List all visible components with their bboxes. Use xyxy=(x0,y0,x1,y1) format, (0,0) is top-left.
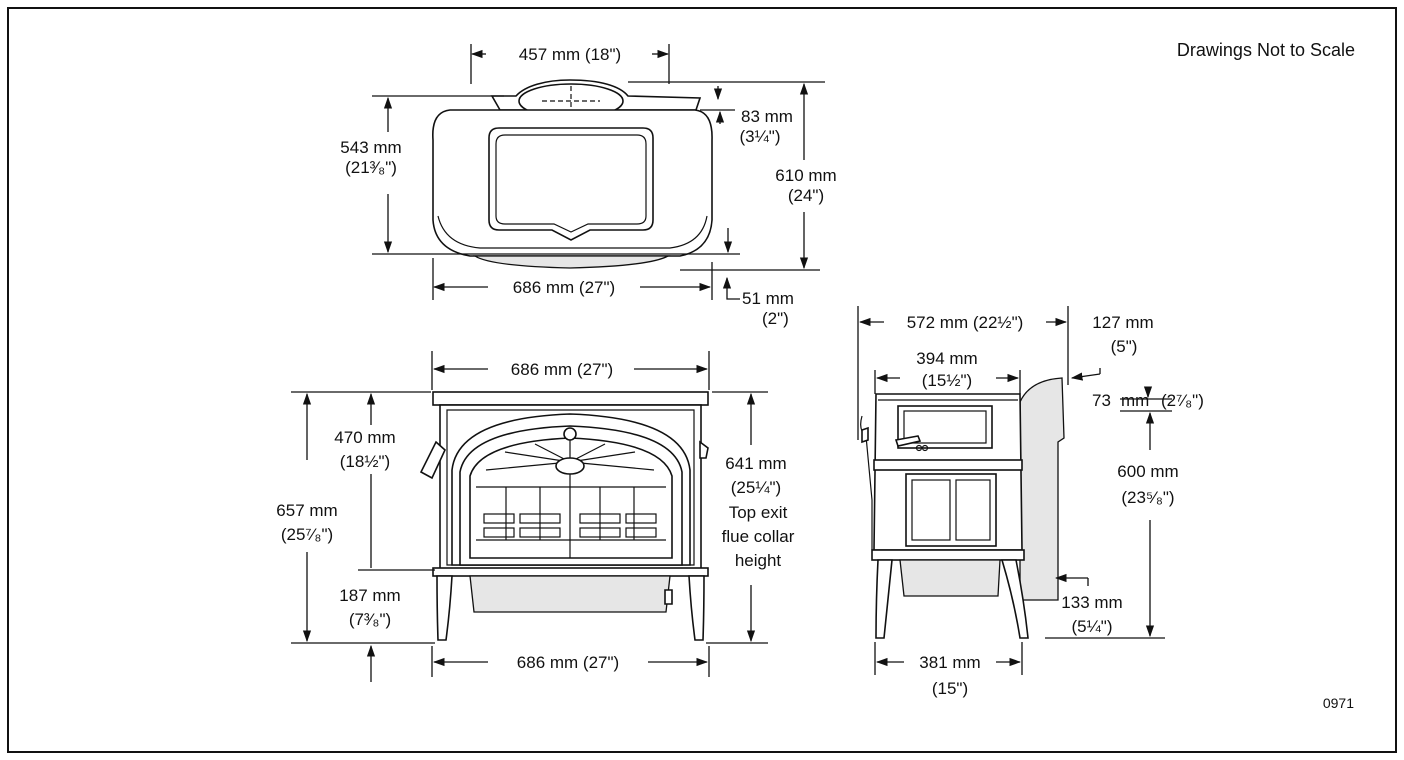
top-offset-inch-label: (3¼") xyxy=(740,127,781,146)
top-bottom-width-label: 686 mm (27") xyxy=(513,278,615,297)
side-133-label: 133 mm xyxy=(1061,593,1122,612)
top-offset-label: 83 mm xyxy=(741,107,793,126)
top-view-labels: 457 mm (18") 543 mm (21³⁄₈") 83 mm (3¼")… xyxy=(340,45,836,328)
side-73-number: 73 xyxy=(1092,391,1111,410)
top-bottom-offset-inch-label: (2") xyxy=(762,309,789,328)
side-73-inch-label: (2⁷⁄₈") xyxy=(1161,391,1204,410)
front-top-width-label: 686 mm (27") xyxy=(511,360,613,379)
side-127-label: 127 mm xyxy=(1092,313,1153,332)
top-view-drawing xyxy=(432,79,713,269)
top-bottom-offset-label: 51 mm xyxy=(742,289,794,308)
side-73-unit: mm xyxy=(1121,391,1149,410)
side-133-inch-label: (5¼") xyxy=(1072,617,1113,636)
side-view-drawing xyxy=(860,377,1065,639)
front-187-inch-label: (7³⁄₈") xyxy=(349,610,391,629)
front-flue-label-line1: Top exit xyxy=(729,503,788,522)
front-657-inch-label: (25⁷⁄₈") xyxy=(281,525,333,544)
side-394-label: 394 mm xyxy=(916,349,977,368)
side-394-inch-label: (15½") xyxy=(922,371,972,390)
front-view-drawing xyxy=(419,391,709,641)
front-470-label: 470 mm xyxy=(334,428,395,447)
front-flue-label-line2: flue collar xyxy=(722,527,795,546)
top-depth-inch-label: (21³⁄₈") xyxy=(345,158,397,177)
front-grate-bars xyxy=(483,487,657,540)
side-127-inch-label: (5") xyxy=(1111,337,1138,356)
side-600-label: 600 mm xyxy=(1117,462,1178,481)
side-381-inch-label: (15") xyxy=(932,679,968,698)
front-657-label: 657 mm xyxy=(276,501,337,520)
side-600-inch-label: (23⁵⁄₈") xyxy=(1121,488,1174,507)
figure-code: 0971 xyxy=(1323,695,1354,711)
front-view-labels: 686 mm (27") 470 mm (18½") 657 mm (25⁷⁄₈… xyxy=(276,360,794,672)
front-641-inch-label: (25¼") xyxy=(731,478,781,497)
side-572-label: 572 mm (22½") xyxy=(907,313,1024,332)
front-470-inch-label: (18½") xyxy=(340,452,390,471)
side-381-label: 381 mm xyxy=(919,653,980,672)
front-187-label: 187 mm xyxy=(339,586,400,605)
top-width-label: 457 mm (18") xyxy=(519,45,621,64)
side-view-dimension-lines xyxy=(857,306,1172,675)
drawing-border xyxy=(7,7,1397,753)
scale-note: Drawings Not to Scale xyxy=(1177,40,1355,60)
top-view-dimension-lines xyxy=(372,44,825,300)
front-flue-label-line3: height xyxy=(735,551,782,570)
top-total-depth-label: 610 mm xyxy=(775,166,836,185)
top-total-depth-inch-label: (24") xyxy=(788,186,824,205)
front-bottom-width-label: 686 mm (27") xyxy=(517,653,619,672)
front-641-label: 641 mm xyxy=(725,454,786,473)
top-depth-label: 543 mm xyxy=(340,138,401,157)
front-view-dimension-lines xyxy=(291,351,768,682)
side-view-labels: 572 mm (22½") 127 mm (5") 394 mm (15½") … xyxy=(907,313,1204,698)
